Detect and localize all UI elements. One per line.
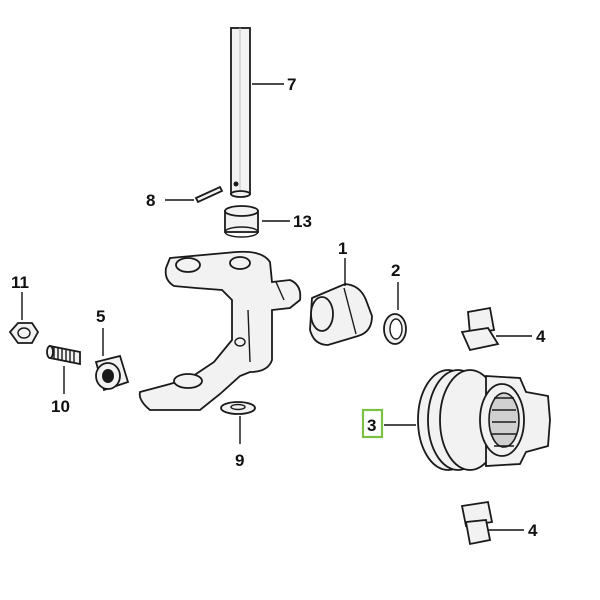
part-9-washer[interactable] — [220, 401, 256, 415]
part-8-pin[interactable] — [194, 185, 224, 204]
part-2-o-ring[interactable] — [383, 313, 407, 345]
shift-fork[interactable] — [138, 250, 302, 411]
callout-5[interactable]: 5 — [96, 307, 105, 326]
callout-9[interactable]: 9 — [235, 451, 244, 470]
callout-8[interactable]: 8 — [146, 191, 155, 210]
part-13-bushing[interactable] — [224, 205, 259, 238]
callout-7[interactable]: 7 — [287, 75, 296, 94]
callout-13[interactable]: 13 — [293, 212, 312, 231]
part-4-key-bottom[interactable] — [460, 500, 494, 546]
part-11-nut[interactable] — [8, 322, 40, 344]
callout-2[interactable]: 2 — [391, 261, 400, 280]
callout-3-highlight-box — [361, 408, 384, 439]
part-1-sleeve[interactable] — [309, 283, 373, 346]
callout-10[interactable]: 10 — [51, 397, 70, 416]
callout-3[interactable]: 3 — [367, 416, 376, 435]
callout-4-bottom[interactable]: 4 — [528, 521, 538, 540]
part-4-key-top[interactable] — [460, 306, 500, 352]
part-5-threaded-boss[interactable] — [94, 354, 130, 392]
part-3-sliding-sleeve[interactable] — [417, 369, 551, 471]
callout-1[interactable]: 1 — [338, 239, 347, 258]
part-10-stud[interactable] — [46, 344, 81, 366]
callout-4-top[interactable]: 4 — [536, 327, 546, 346]
part-7-shift-rod[interactable] — [230, 27, 251, 198]
callout-11[interactable]: 11 — [11, 273, 29, 292]
